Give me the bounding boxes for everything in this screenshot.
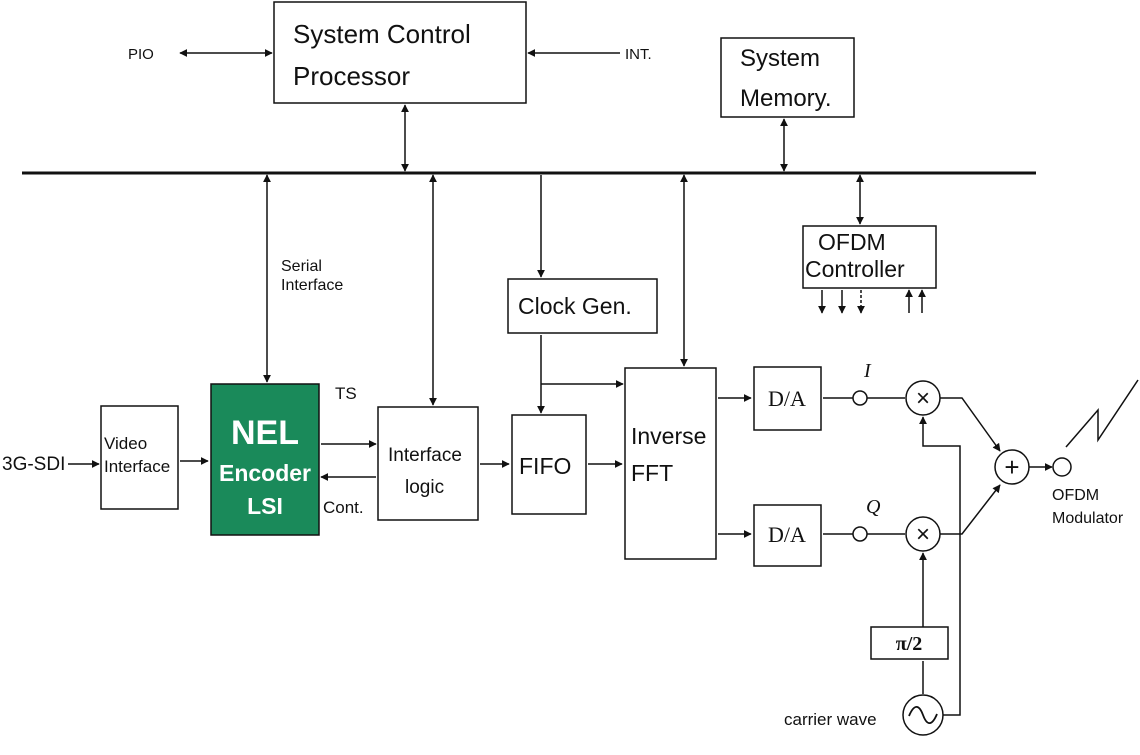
inverse-fft-block: Inverse FFT bbox=[624, 367, 717, 560]
video-interface-label-line1: Video bbox=[104, 434, 147, 453]
mixer-i-to-adder-line bbox=[940, 397, 1001, 452]
interface-logic-label-line1: Interface bbox=[388, 445, 462, 466]
pi-half-label: π/2 bbox=[896, 633, 923, 655]
i-signal-node bbox=[852, 390, 868, 406]
video-interface-block: Video Interface bbox=[100, 405, 179, 510]
clock-gen-label: Clock Gen. bbox=[518, 293, 632, 319]
ofdm-controller-label-line2: Controller bbox=[805, 256, 905, 282]
interface-logic-block: Interface logic bbox=[377, 406, 479, 521]
nel-encoder-label-line3: LSI bbox=[247, 493, 283, 519]
ofdm-controller-label-line1: OFDM bbox=[818, 229, 886, 255]
mixer-q-symbol: × bbox=[916, 521, 930, 548]
int-label: INT. bbox=[625, 46, 652, 63]
carrier-wave-label: carrier wave bbox=[784, 710, 877, 729]
da-i-block: D/A bbox=[753, 366, 822, 431]
nel-encoder-label-line2: Encoder bbox=[219, 460, 311, 486]
inverse-fft-label-line2: FFT bbox=[631, 460, 673, 486]
adder-symbol: + bbox=[1004, 452, 1019, 482]
da-q-label: D/A bbox=[768, 522, 806, 547]
ofdm-modulator-label-line1: OFDM bbox=[1052, 487, 1099, 504]
output-node bbox=[1052, 457, 1072, 477]
cont-label: Cont. bbox=[323, 498, 364, 517]
mixer-q-to-adder-line bbox=[940, 484, 1001, 535]
q-signal-label: Q bbox=[866, 496, 881, 518]
ofdm-controller-block: OFDM Controller bbox=[802, 225, 937, 289]
system-memory-label-line1: System bbox=[740, 45, 820, 72]
system-control-processor-block: System Control Processor bbox=[273, 1, 527, 104]
q-signal-node bbox=[852, 526, 868, 542]
carrier-to-mixer-i-line bbox=[919, 416, 961, 716]
serial-interface-label-line1: Serial bbox=[281, 258, 322, 275]
fifo-block: FIFO bbox=[511, 414, 587, 515]
inverse-fft-label-line1: Inverse bbox=[631, 423, 706, 449]
da-q-block: D/A bbox=[753, 504, 822, 567]
interface-logic-label-line2: logic bbox=[405, 477, 444, 498]
adder: + bbox=[994, 449, 1030, 485]
ts-label: TS bbox=[335, 384, 357, 403]
system-control-processor-label-line1: System Control bbox=[293, 19, 471, 49]
carrier-oscillator-icon bbox=[902, 694, 944, 736]
fifo-label: FIFO bbox=[519, 453, 571, 479]
pi-half-block: π/2 bbox=[870, 626, 949, 660]
serial-interface-label-line2: Interface bbox=[281, 277, 343, 294]
video-interface-label-line2: Interface bbox=[104, 457, 170, 476]
mixer-i-symbol: × bbox=[916, 385, 930, 412]
pio-label: PIO bbox=[128, 46, 154, 63]
antenna-lightning-icon bbox=[1065, 379, 1139, 448]
ofdm-controller-io-arrows bbox=[818, 289, 926, 314]
system-control-processor-label-line2: Processor bbox=[293, 61, 410, 91]
i-signal-label: I bbox=[863, 360, 872, 382]
system-memory-label-line2: Memory. bbox=[740, 85, 832, 112]
input-3gsdi-label: 3G-SDI bbox=[2, 454, 65, 475]
mixer-i: × bbox=[905, 380, 941, 416]
nel-encoder-label-line1: NEL bbox=[231, 414, 299, 452]
system-memory-block: System Memory. bbox=[720, 37, 855, 118]
da-i-label: D/A bbox=[768, 386, 806, 411]
mixer-q: × bbox=[905, 516, 941, 552]
nel-encoder-lsi-block: NEL Encoder LSI bbox=[210, 383, 320, 536]
ofdm-modulator-label-line2: Modulator bbox=[1052, 510, 1124, 527]
clock-gen-block: Clock Gen. bbox=[507, 278, 658, 334]
